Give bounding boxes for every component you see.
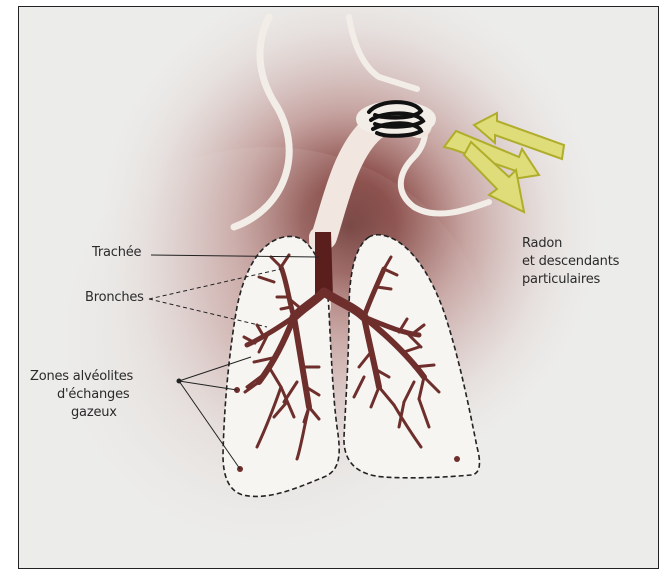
label-alveoli-line-2: d'échanges <box>57 387 129 403</box>
label-alveoli-line-1: Zones alvéolites <box>30 369 133 385</box>
trachea <box>315 232 333 297</box>
label-radon-line-2: et descendants <box>522 254 619 270</box>
label-alveoli-line-3: gazeux <box>71 405 117 421</box>
label-radon-line-1: Radon <box>522 236 562 252</box>
label-bronchi: Bronches <box>85 290 144 306</box>
nasal-turbinates <box>358 102 434 136</box>
respiratory-diagram <box>19 7 659 569</box>
label-trachea: Trachée <box>92 245 141 261</box>
diagram-frame: Trachée Bronches Zones alvéolites d'écha… <box>18 6 659 569</box>
label-radon-line-3: particulaires <box>522 272 600 288</box>
alveoli-leader-origin <box>177 379 181 383</box>
